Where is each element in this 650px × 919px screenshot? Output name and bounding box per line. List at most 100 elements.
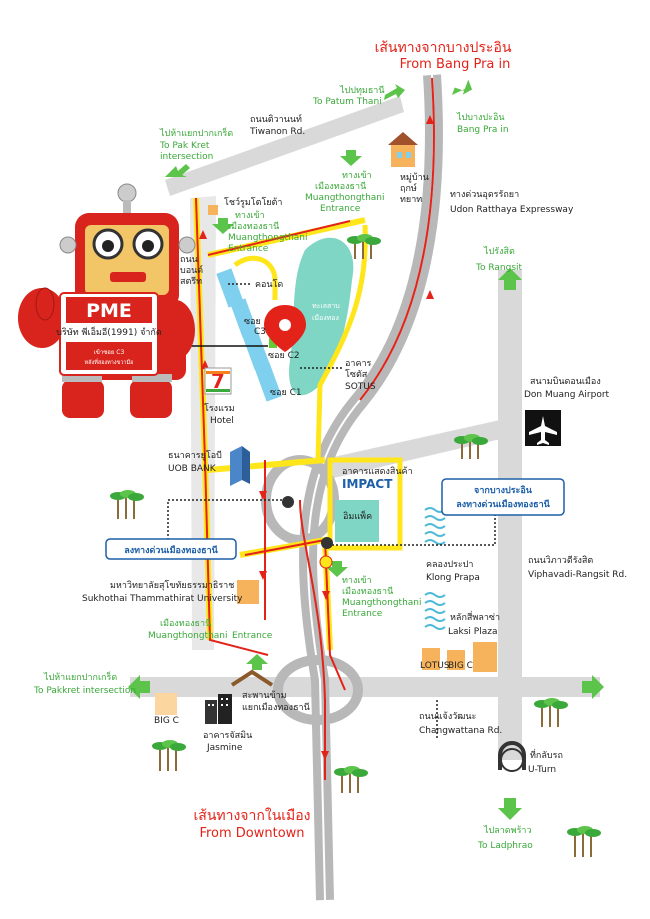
uob-bank-icon	[230, 446, 250, 486]
village-th1: หมู่บ้าน	[400, 172, 429, 183]
pme-company-name: บริษัท พีเอ็มอี(1991) จำกัด	[56, 325, 162, 338]
hotel-th: โรงแรม	[204, 403, 235, 414]
entrance-south-th1: ทางเข้า	[342, 575, 372, 586]
callout-from-bangpain-line1: จากบางประอิน	[474, 485, 533, 496]
condo-building-2	[230, 298, 258, 338]
tree-icon	[567, 826, 601, 857]
from-downtown-th: เส้นทางจากในเมือง	[193, 807, 310, 824]
toyota-label: โชว์รูมโตโยต้า	[224, 196, 282, 208]
airport-icon	[525, 410, 561, 446]
bigc-label: BIG C	[154, 716, 179, 726]
jasmine-en: Jasmine	[206, 743, 243, 753]
to-rangsit-en: To Rangsit	[475, 263, 523, 273]
village-th3: ทยาท	[400, 195, 422, 205]
impact-area	[327, 457, 403, 551]
entrance-sw-en: Muangthongthani	[148, 631, 228, 641]
impact-building	[335, 500, 379, 542]
arrow-entrance-north-icon	[340, 150, 362, 166]
entrance-north-th1: ทางเข้า	[342, 170, 372, 181]
entrance-sw-th: เมืองทองธานี	[160, 618, 211, 629]
tree-icon	[334, 766, 368, 793]
vibhavadi-en: Viphavadi-Rangsit Rd.	[528, 570, 627, 580]
entrance-south-en2: Entrance	[342, 609, 383, 619]
tree-icon	[110, 490, 144, 519]
entrance-west-en2: Entrance	[228, 244, 269, 254]
route-yellow-inner	[233, 255, 278, 300]
sotus-en: SOTUS	[345, 382, 376, 392]
donmuang-th: สนามบินดอนเมือง	[530, 376, 601, 387]
jasmine-building-icon	[205, 694, 232, 724]
from-bangpain-en: From Bang Pra in	[400, 57, 511, 72]
bond-street-th2: บอนด์	[180, 264, 203, 276]
bridge-th2: แยกเมืองทองธานี	[242, 702, 310, 713]
from-downtown-en: From Downtown	[199, 826, 304, 841]
lotus-building-icon	[422, 648, 440, 670]
condo-building-4	[254, 362, 282, 402]
udon-en: Udon Ratthaya Expressway	[450, 205, 574, 215]
to-pakkret-th: ไปห้าแยกปากเกร็ด	[159, 126, 233, 139]
entrance-west-en1: Muangthongthani	[228, 233, 308, 243]
tiwanon-road	[165, 96, 404, 196]
uob-th: ธนาคารยูโอบี	[168, 450, 222, 461]
route-yellow-south	[207, 457, 326, 473]
bond-street-th1: ถนน	[180, 255, 198, 265]
tree-icon	[152, 740, 186, 771]
arrow-entrance-west-icon	[212, 218, 234, 234]
soi-c1-label: ซอย C1	[270, 388, 302, 398]
lake	[289, 237, 354, 396]
impact-hall-label: อาคารแสดงสินค้า	[342, 466, 413, 477]
pme-note-line2: หลังที่สองทางขวามือ	[85, 358, 134, 366]
tiwanon-th: ถนนติวานนท์	[250, 113, 302, 125]
to-rangsit-th: ไปรังสิต	[483, 246, 515, 257]
bridge-icon	[230, 669, 274, 687]
exit-marker	[319, 555, 333, 569]
impact-logo: IMPACT	[342, 477, 393, 491]
route-red-expressway	[359, 77, 435, 401]
donmuang-en: Don Muang Airport	[524, 390, 610, 400]
arrow-entrance-south-icon	[326, 561, 348, 577]
bigc-building-icon	[155, 693, 177, 715]
route-red-down	[299, 499, 326, 780]
svg-text:7: 7	[211, 369, 225, 393]
pme-logo: PME	[86, 300, 132, 322]
klongprapa-en: Klong Prapa	[426, 573, 480, 583]
toyota-showroom-icon	[208, 205, 218, 215]
route-yellow-east	[315, 224, 368, 461]
entrance-north-en2: Entrance	[320, 204, 361, 214]
pme-robot-mascot	[18, 183, 196, 418]
entrance-north-th2: เมืองทองธานี	[315, 181, 366, 192]
house-icon	[388, 132, 418, 167]
callout-expressway-exit	[105, 538, 237, 560]
to-patum-en: To Patum Thani	[312, 97, 382, 107]
bigc-laksi-building-icon	[447, 650, 465, 670]
seven-eleven-icon: 7	[204, 367, 232, 395]
exit-marker	[321, 537, 333, 549]
hotel-en: Hotel	[210, 416, 234, 426]
changwattana-road	[130, 677, 600, 697]
arrow-to-pakkret2-icon	[128, 675, 150, 699]
lake-label-th2: เมืองทอง	[312, 314, 339, 322]
sotus-th2: โซตัส	[345, 369, 368, 380]
arrow-to-pakkret-icon	[165, 164, 190, 177]
pme-building	[269, 338, 277, 348]
entrance-south-en1: Muangthongthani	[342, 598, 422, 608]
to-pakkret2-en: To Pakkret intersection	[33, 686, 136, 696]
village-th2: ฤกษ์	[400, 182, 417, 194]
bond-street-th3: สตรีท	[180, 276, 202, 287]
route-red-south	[244, 538, 346, 691]
impact-th-label: อิมแพ็ค	[343, 509, 372, 522]
arrow-to-bangpain-icon	[452, 79, 473, 96]
arrow-to-rangsit-icon	[498, 268, 522, 290]
uturn-th: ที่กลับรถ	[530, 748, 563, 761]
connector-road	[320, 420, 505, 480]
uturn-en: U-Turn	[528, 765, 556, 775]
to-patum-th: ไปปทุมธานี	[339, 85, 385, 96]
klongprapa-th: คลองประปา	[426, 560, 473, 570]
from-bangpain-th: เส้นทางจากบางประอิน	[375, 40, 512, 56]
sotus-th1: อาคาร	[345, 359, 372, 369]
to-bangpain-en: Bang Pra in	[457, 125, 509, 135]
u-turn-icon	[498, 741, 526, 772]
uob-en: UOB BANK	[168, 464, 217, 474]
changwattana-en: Changwattana Rd.	[419, 726, 502, 736]
